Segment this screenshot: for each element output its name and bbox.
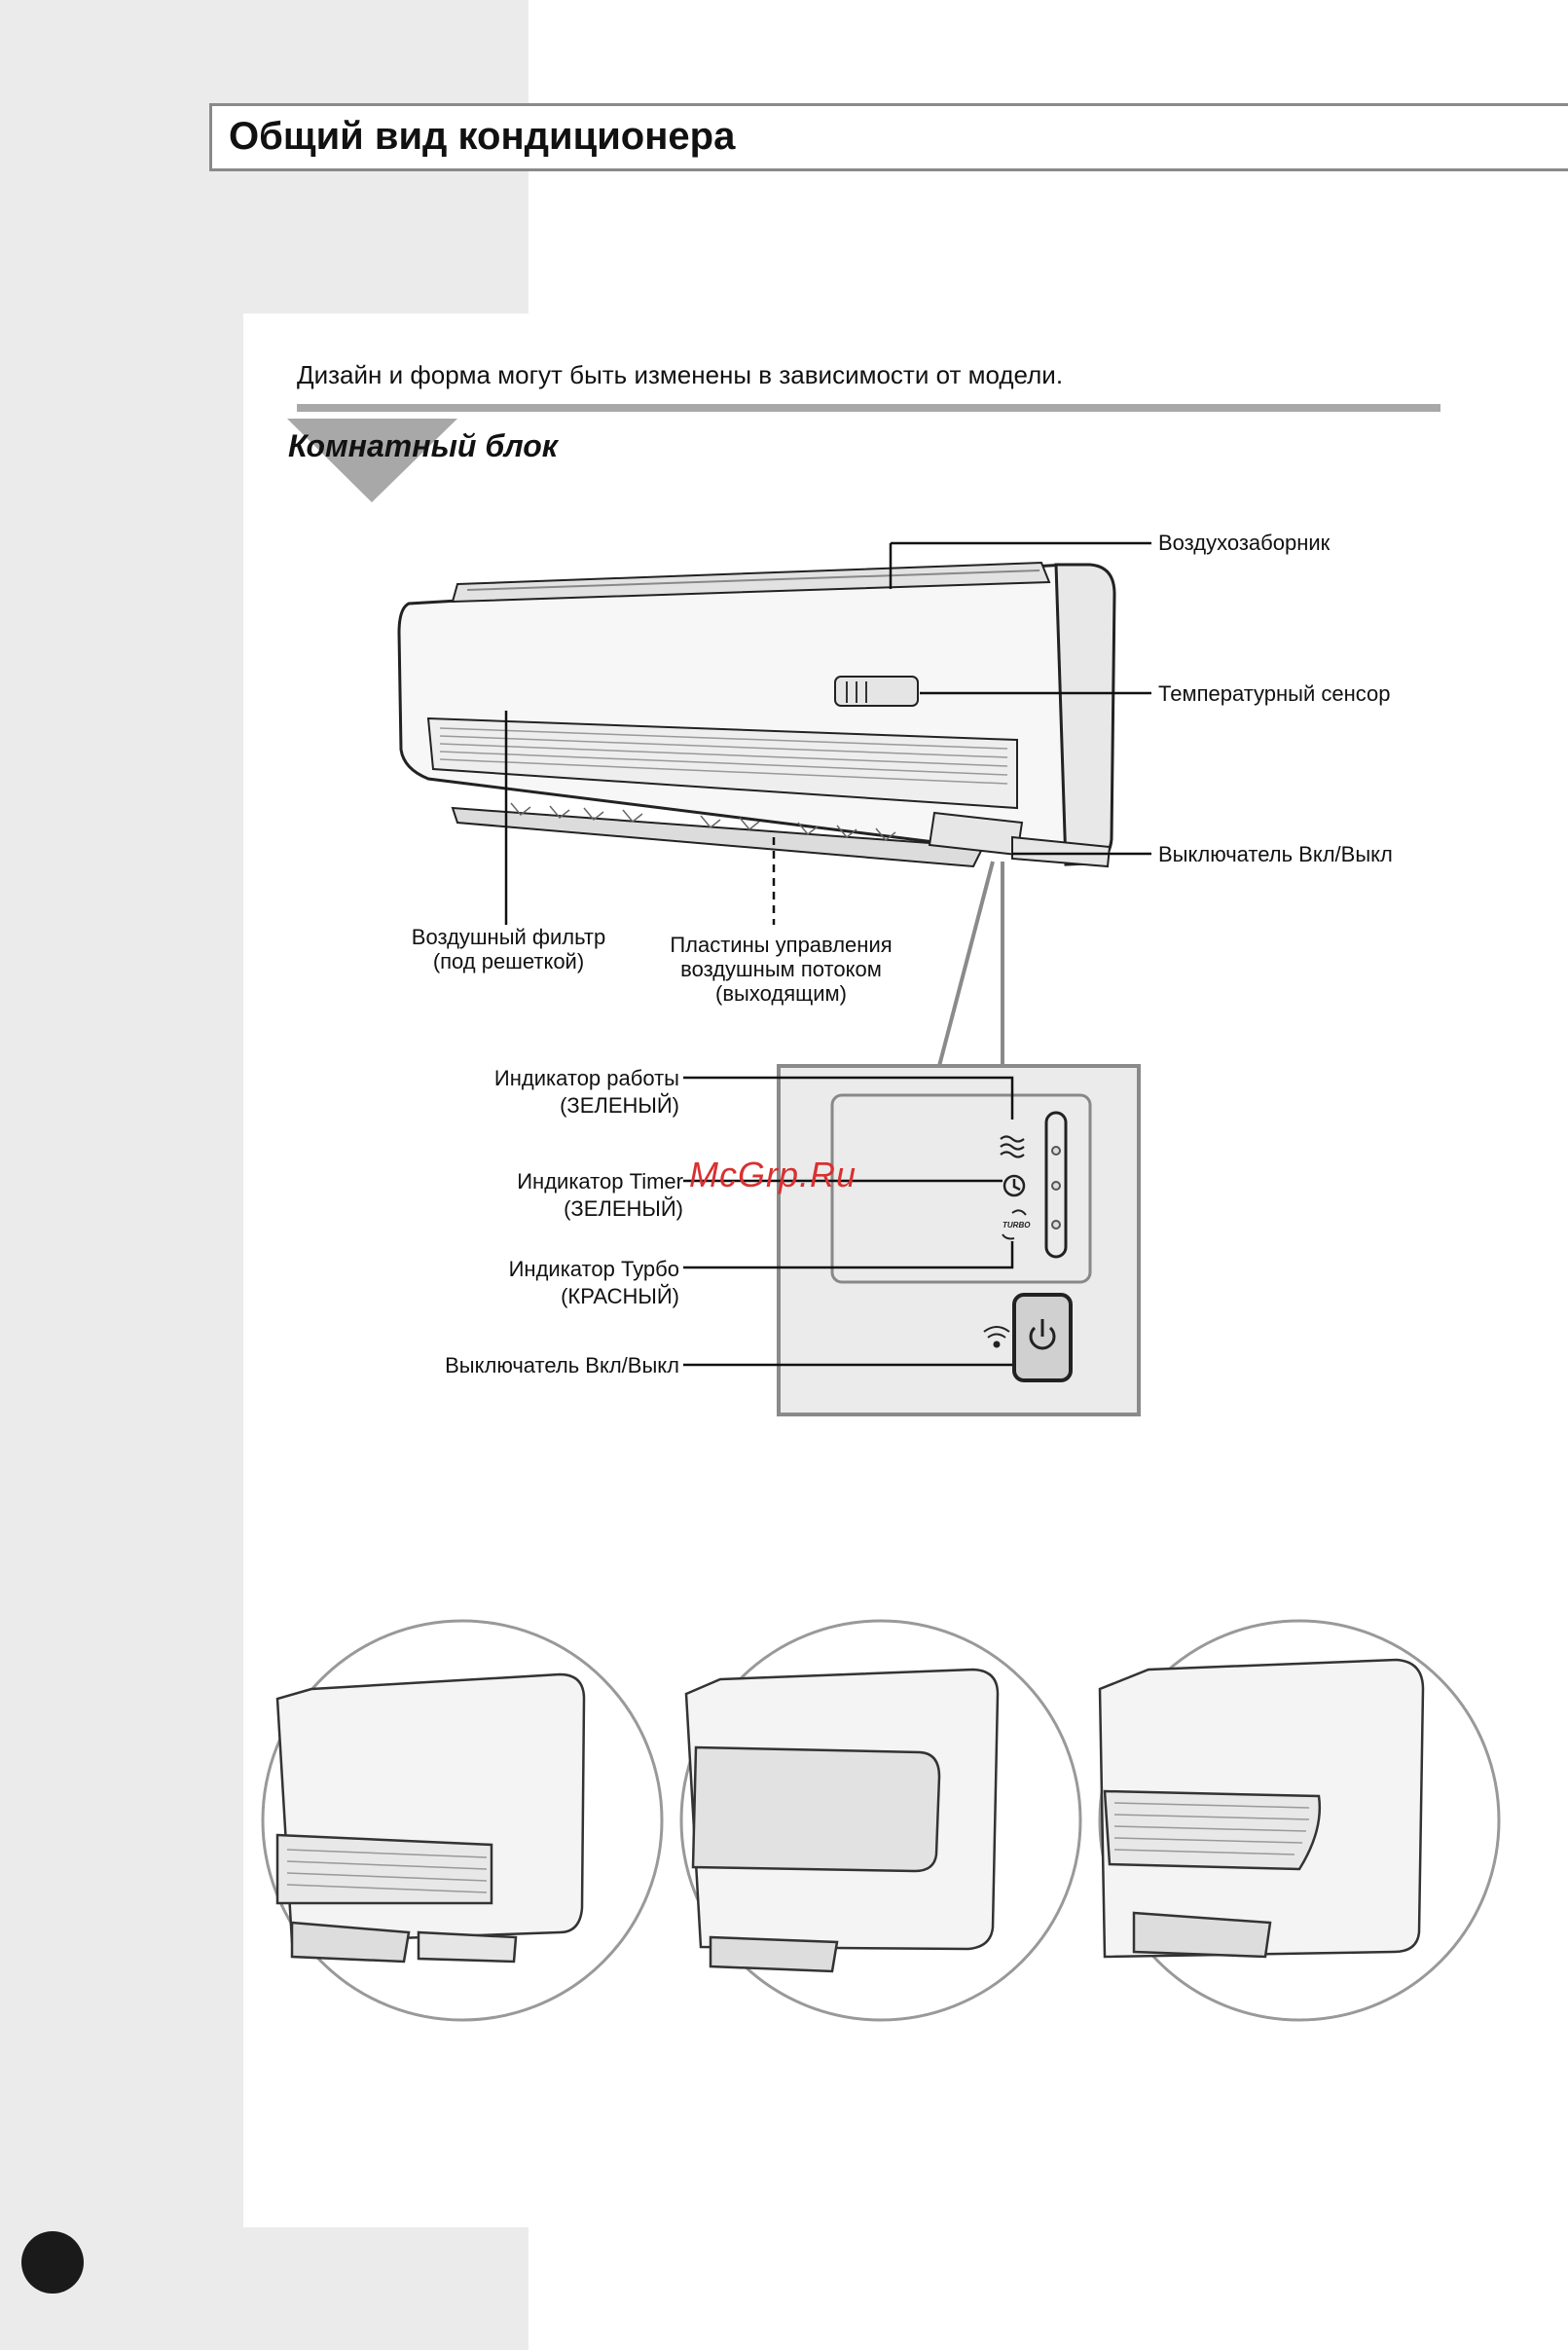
label-louvers-line3: (выходящим) xyxy=(715,981,847,1006)
label-temp-sensor: Температурный сенсор xyxy=(1158,681,1391,706)
label-turbo-line2: (КРАСНЫЙ) xyxy=(561,1284,679,1308)
clock-icon xyxy=(1003,1174,1026,1197)
turbo-icon-label: TURBO xyxy=(1003,1221,1031,1230)
power-icon xyxy=(1029,1319,1056,1350)
label-timer-indicator: Индикатор Timer (ЗЕЛЕНЫЙ) xyxy=(428,1168,683,1223)
label-turbo-indicator: Индикатор Турбо (КРАСНЫЙ) xyxy=(428,1256,679,1310)
label-air-filter-line2: (под решеткой) xyxy=(432,949,585,973)
title-frame xyxy=(209,103,1568,171)
label-operation-line2: (ЗЕЛЕНЫЙ) xyxy=(560,1093,679,1118)
turbo-led xyxy=(1051,1220,1061,1230)
label-louvers: Пластины управления воздушным потоком (в… xyxy=(647,933,915,1006)
watermark: McGrp.Ru xyxy=(689,1155,857,1194)
label-louvers-line1: Пластины управления xyxy=(670,933,893,957)
label-power-switch: Выключатель Вкл/Выкл xyxy=(445,1353,679,1377)
note-divider xyxy=(297,404,1440,412)
label-power-switch-unit: Выключатель Вкл/Выкл xyxy=(1158,842,1393,866)
label-air-filter-line1: Воздушный фильтр xyxy=(411,925,606,949)
label-air-intake: Воздухозаборник xyxy=(1158,531,1331,555)
timer-led xyxy=(1051,1181,1061,1191)
section-triangle-icon xyxy=(287,419,457,502)
power-button xyxy=(1012,1293,1073,1382)
label-operation-line1: Индикатор работы xyxy=(493,1066,679,1090)
remote-signal-icon xyxy=(983,1326,1010,1348)
indoor-unit-drawing xyxy=(397,561,1116,868)
page-marker xyxy=(21,2231,84,2294)
label-turbo-line1: Индикатор Турбо xyxy=(508,1257,679,1281)
section-title: Комнатный блок xyxy=(288,428,558,463)
design-note: Дизайн и форма могут быть изменены в зав… xyxy=(297,360,1064,389)
label-timer-line2: (ЗЕЛЕНЫЙ) xyxy=(564,1196,683,1221)
operation-led xyxy=(1051,1146,1061,1156)
fan-icon xyxy=(1000,1135,1025,1158)
turbo-icon xyxy=(1002,1209,1027,1240)
label-timer-line1: Индикатор Timer xyxy=(517,1169,683,1193)
label-air-filter: Воздушный фильтр (под решеткой) xyxy=(384,925,633,973)
label-operation-indicator: Индикатор работы (ЗЕЛЕНЫЙ) xyxy=(428,1065,679,1120)
bottom-band xyxy=(243,2227,529,2350)
page-title: Общий вид кондиционера xyxy=(229,115,736,158)
side-band xyxy=(0,0,243,2350)
label-louvers-line2: воздушным потоком xyxy=(680,957,882,981)
